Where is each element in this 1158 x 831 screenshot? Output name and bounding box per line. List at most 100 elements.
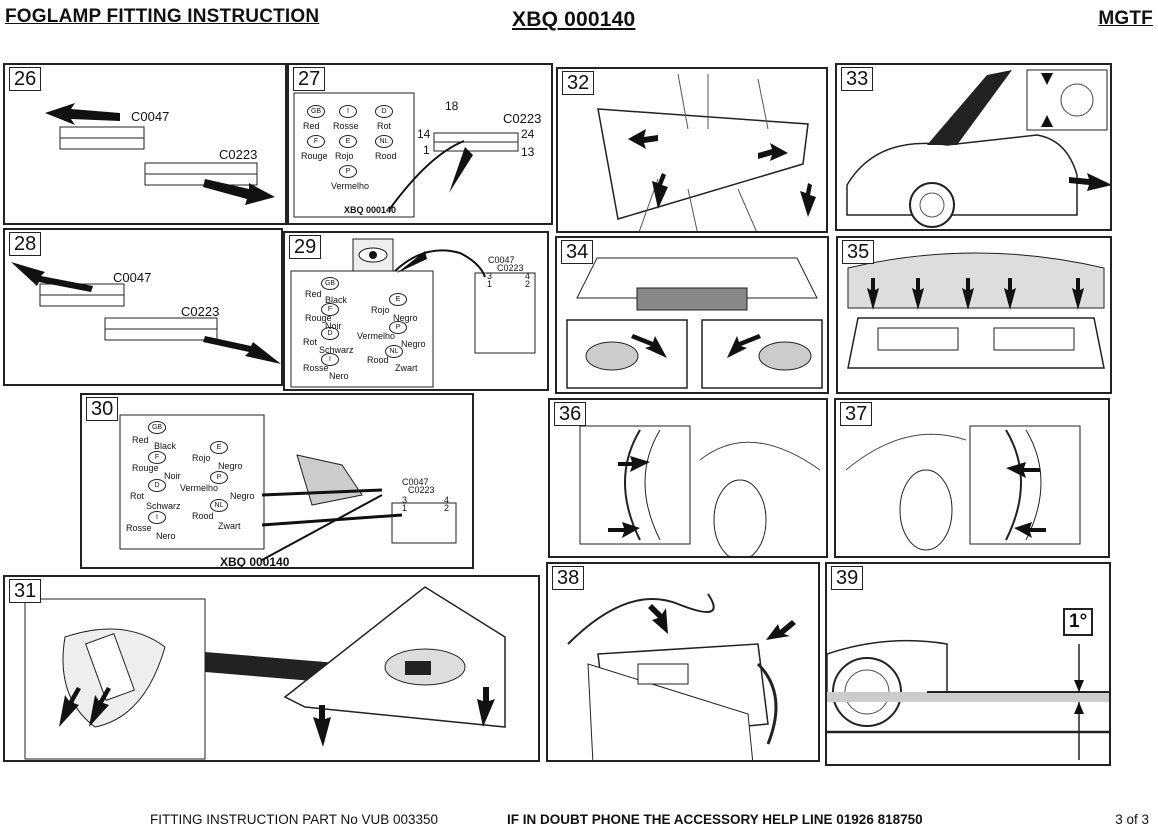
wheel-arch-illustration <box>845 425 1081 551</box>
color-word: Rouge <box>132 463 159 473</box>
lang-word: Rouge <box>301 151 328 161</box>
part-number: XBQ 000140 <box>512 8 636 31</box>
color-word: Rot <box>130 491 145 501</box>
color-word: Negro <box>393 313 418 323</box>
step-33-panel: 33 <box>835 63 1112 231</box>
lang-badge: NL <box>385 345 403 358</box>
aim-illustration <box>827 639 1109 760</box>
battery-illustration <box>567 593 796 760</box>
wiring-illustration <box>290 238 536 388</box>
color-word: Vermelho <box>357 331 396 341</box>
pin-label: 13 <box>521 145 535 159</box>
color-word: Noir <box>164 471 181 481</box>
color-word: Rojo <box>192 453 211 463</box>
connector-illustration <box>293 92 519 218</box>
color-word: Negro <box>218 461 243 471</box>
lang-badge: F <box>321 303 339 316</box>
color-word: Vermelho <box>180 483 219 493</box>
wheel-arch-illustration <box>579 425 821 556</box>
connector-label-c0047: C0047 <box>488 255 515 265</box>
color-word: Red <box>132 435 149 445</box>
step-number: 33 <box>841 67 874 91</box>
pin-label: 14 <box>417 127 431 141</box>
connector-label-c0223: C0223 <box>497 263 524 273</box>
lang-badge: P <box>210 471 228 484</box>
lang-badge: I <box>148 511 166 524</box>
lang-word: Red <box>303 121 320 131</box>
step-number: 34 <box>561 240 594 264</box>
step-29-panel: 29 C0047 C0223 3 4 1 2 GB Red Black F Ro… <box>283 231 549 391</box>
part-code: XBQ 000140 <box>220 555 290 569</box>
car-illustration <box>846 69 1110 228</box>
lang-badge: NL <box>210 499 228 512</box>
pin-label: 4 <box>525 271 531 281</box>
color-word: Rojo <box>371 305 390 315</box>
connector-label-c0047: C0047 <box>113 270 152 285</box>
lang-word: Vermelho <box>331 181 370 191</box>
step-number: 32 <box>562 71 595 95</box>
step-38-panel: 38 <box>546 562 820 762</box>
color-word: Black <box>154 441 177 451</box>
color-word: Black <box>325 295 348 305</box>
lang-badge: GB <box>321 277 339 290</box>
lang-word: Rosse <box>333 121 359 131</box>
lang-badge-d: D <box>375 105 393 118</box>
pin-label: 3 <box>487 271 493 281</box>
color-word: Nero <box>156 531 176 541</box>
step-35-panel: 35 <box>836 236 1112 394</box>
pin-label: 18 <box>445 99 459 113</box>
lang-badge: D <box>148 479 166 492</box>
step-number: 31 <box>9 579 42 603</box>
color-word: Zwart <box>218 521 241 531</box>
step-number: 35 <box>842 240 875 264</box>
step-number: 36 <box>554 402 587 426</box>
connector-illustration <box>45 103 275 205</box>
step-number: 26 <box>9 67 42 91</box>
lang-badge-e: E <box>339 135 357 148</box>
color-word: Rot <box>303 337 318 347</box>
color-word: Schwarz <box>146 501 181 511</box>
footer-helpline: IF IN DOUBT PHONE THE ACCESSORY HELP LIN… <box>507 812 923 827</box>
step-number: 28 <box>9 232 42 256</box>
pin-label: 3 <box>402 495 408 505</box>
step-30-panel: 30 GB Red Black F Rouge Noir D Rot Schwa… <box>80 393 474 569</box>
color-word: Rood <box>192 511 214 521</box>
color-word: Schwarz <box>319 345 354 355</box>
lang-badge-i: I <box>339 105 357 118</box>
pin-label: 24 <box>521 127 535 141</box>
connector-label-c0047: C0047 <box>131 109 170 124</box>
model-name: MGTF <box>1098 8 1153 29</box>
step-36-panel: 36 <box>548 398 828 558</box>
step-number: 27 <box>293 67 326 91</box>
pin-label: 1 <box>423 143 430 157</box>
lang-badge: I <box>321 353 339 366</box>
lang-badge: P <box>389 321 407 334</box>
step-number: 37 <box>840 402 873 426</box>
front-bumper-illustration <box>566 257 823 389</box>
color-word: Red <box>305 289 322 299</box>
color-word: Negro <box>230 491 255 501</box>
lang-badge: E <box>389 293 407 306</box>
color-word: Rood <box>367 355 389 365</box>
lang-badge-p: P <box>339 165 357 178</box>
lang-badge: E <box>210 441 228 454</box>
connector-label-c0223: C0223 <box>503 111 542 126</box>
step-39-panel: 39 1° <box>825 562 1111 766</box>
pin-label: 1 <box>487 279 493 289</box>
connector-label-c0223: C0223 <box>408 485 435 495</box>
document-title: FOGLAMP FITTING INSTRUCTION <box>5 6 320 27</box>
color-word: Rosse <box>126 523 152 533</box>
lang-word: Rot <box>377 121 392 131</box>
engine-bay-illustration <box>847 252 1105 369</box>
lang-badge: GB <box>148 421 166 434</box>
step-number: 30 <box>86 397 119 421</box>
lang-badge: F <box>148 451 166 464</box>
pin-label: 2 <box>444 503 450 513</box>
step-32-panel: 32 <box>556 67 828 233</box>
step-26-panel: 26 C0047 C0223 <box>3 63 287 225</box>
lang-badge-nl: NL <box>375 135 393 148</box>
step-number: 29 <box>289 235 322 259</box>
color-word: Rouge <box>305 313 332 323</box>
step-27-panel: 27 GB I D Red Rosse Rot F E NL Rouge Roj… <box>287 63 553 225</box>
lang-badge-f: F <box>307 135 325 148</box>
